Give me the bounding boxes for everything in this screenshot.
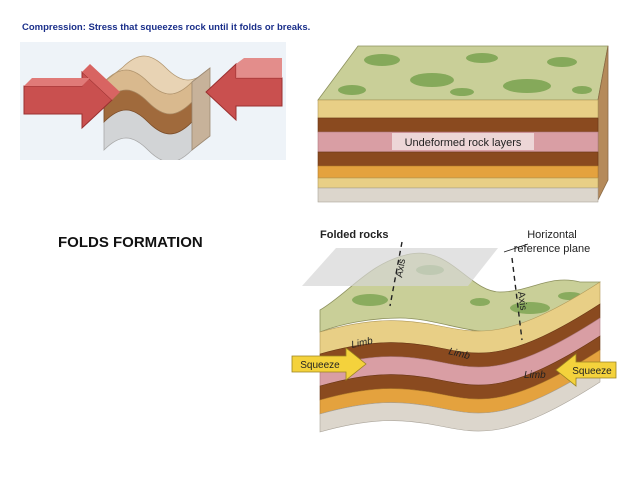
layer-brown-lower	[317, 151, 599, 167]
undeformed-block-diagram: Undeformed rock layers	[317, 45, 609, 203]
squeeze-arrow-right: Squeeze	[555, 353, 617, 387]
folded-rocks-title: Folded rocks	[320, 229, 388, 241]
fold-axis-line-1	[389, 241, 403, 307]
squeeze-label-left: Squeeze	[300, 360, 340, 371]
axis-label-2: Axis	[515, 291, 529, 311]
compression-diagram	[20, 42, 286, 160]
reference-plane-pointer	[503, 243, 529, 253]
squeeze-label-right: Squeeze	[572, 366, 612, 377]
limb-label-1: Limb	[350, 336, 374, 351]
reference-plane-label-line1: Horizontal	[527, 229, 577, 241]
squeeze-arrow-left: Squeeze	[291, 347, 367, 381]
layer-tan-lower	[317, 177, 599, 189]
layer-tan	[317, 99, 599, 119]
layer-gray	[317, 187, 599, 203]
fold-axis-line-2	[511, 257, 523, 341]
vegetation-patches	[338, 53, 592, 96]
right-compression-arrow	[205, 58, 283, 122]
fold-side-face	[191, 67, 211, 151]
layer-brown-upper	[317, 117, 599, 133]
layer-orange	[317, 165, 599, 179]
folded-layer-gray	[319, 363, 601, 433]
undeformed-label: Undeformed rock layers	[405, 137, 522, 149]
undeformed-label-box	[392, 133, 534, 150]
folded-block-diagram: Axis Axis Folded rocks Horizontal refere…	[291, 229, 617, 433]
reference-plane-label-line2: reference plane	[514, 243, 590, 255]
axis-label-1: Axis	[394, 258, 408, 279]
limb-label-2: Limb	[447, 346, 471, 362]
compression-caption: Compression: Stress that squeezes rock u…	[22, 22, 311, 33]
slide-title: FOLDS FORMATION	[58, 234, 203, 251]
limb-label-3: Limb	[524, 370, 546, 381]
left-compression-arrow	[23, 64, 120, 130]
reference-plane	[302, 248, 498, 286]
